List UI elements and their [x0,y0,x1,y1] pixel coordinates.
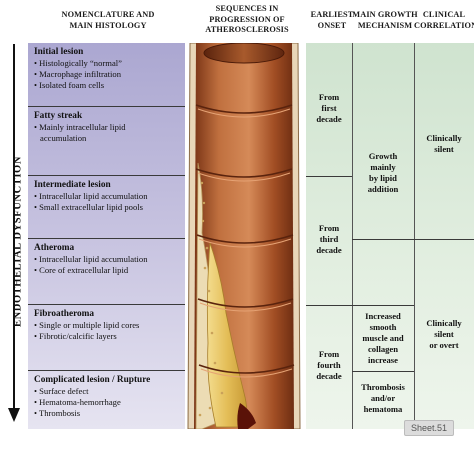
ring-highlights [197,108,293,378]
clinical-text: silent [434,329,454,339]
growth-text: Thrombosis [361,382,405,392]
onset-fourth-decade: From fourth decade [306,349,352,382]
progression-panel [306,43,474,429]
stage-title: Complicated lesion / Rupture [34,375,151,385]
growth-text: by lipid [369,173,397,183]
header-growth: MAIN GROWTH MECHANISM [352,10,418,31]
clinical-text: silent [434,144,454,154]
stage-line: • Isolated foam cells [34,80,105,91]
stage-line: • Core of extracellular lipid [34,265,129,276]
growth-text: increase [368,355,398,365]
stage-complicated-lesion: Complicated lesion / Rupture • Surface d… [28,371,185,429]
down-arrow-head-icon [8,408,20,422]
row-divider [306,305,352,306]
artery-lumen-top [203,43,285,64]
header-sequences-line3: ATHEROSCLEROSIS [205,25,289,34]
stage-line: • Mainly intracellular lipid [34,122,126,132]
onset-text: third [319,234,339,244]
stage-initial-lesion: Initial lesion • Histologically “normal”… [28,43,185,107]
growth-thrombosis: Thrombosis and/or hematoma [352,382,414,415]
onset-text: From [318,349,340,359]
row-divider [352,239,414,240]
stage-line: • Thrombosis [34,408,81,419]
growth-smooth-muscle: Increased smooth muscle and collagen inc… [352,311,414,366]
header-nomenclature-line2: MAIN HISTOLOGY [69,20,147,30]
growth-text: hematoma [363,404,403,414]
stage-line: • Fibrotic/calcific layers [34,331,117,342]
stage-fatty-streak: Fatty streak • Mainly intracellular lipi… [28,107,185,176]
onset-text: first [321,103,337,113]
clinical-silent: Clinically silent [414,133,474,155]
onset-text: decade [316,114,342,124]
header-sequences: SEQUENCES IN PROGRESSION OF ATHEROSCLERO… [186,4,308,36]
growth-text: muscle and [362,333,404,343]
growth-text: and/or [370,393,396,403]
artery-rings [195,104,295,374]
column-divider [352,43,353,429]
growth-lipid-addition: Growth mainly by lipid addition [352,151,414,195]
sheet-badge[interactable]: Sheet.51 [404,420,454,436]
stage-title: Initial lesion [34,47,84,57]
stage-line: • Small extracellular lipid pools [34,202,143,213]
column-divider [414,43,415,429]
stage-line: accumulation [40,133,87,144]
clinical-text: Clinically [426,318,462,328]
onset-text: decade [316,245,342,255]
row-divider [352,305,414,306]
stage-line: • Surface defect [34,386,89,396]
header-growth-line1: MAIN GROWTH [352,10,418,19]
down-arrow-icon [13,44,15,410]
stage-line: • Hematoma-hemorrhage [34,397,121,408]
stage-line: • Macrophage infiltration [34,69,122,80]
nomenclature-panel [28,43,185,429]
header-onset: EARLIEST ONSET [306,10,358,31]
clinical-text: Clinically [426,133,462,143]
clinical-text: or overt [429,340,459,350]
onset-text: decade [316,371,342,381]
stage-title: Fatty streak [34,111,83,121]
stage-atheroma: Atheroma • Intracellular lipid accumulat… [28,239,185,305]
growth-text: collagen [367,344,399,354]
growth-text: Growth [368,151,398,161]
stage-title: Fibroatheroma [34,309,95,319]
row-divider [306,176,352,177]
header-clinical: CLINICAL CORRELATION [414,10,474,31]
row-divider [414,239,474,240]
thrombus [237,403,256,429]
foam-cells [198,181,224,417]
onset-text: From [318,92,340,102]
header-growth-line2: MECHANISM [357,20,413,30]
header-sequences-line1: SEQUENCES IN [215,4,279,13]
onset-third-decade: From third decade [306,223,352,256]
header-onset-line2: ONSET [317,20,347,30]
growth-text: Increased [365,311,401,321]
stage-title: Intermediate lesion [34,180,111,190]
header-clinical-line1: CLINICAL [422,10,466,19]
growth-text: smooth [369,322,397,332]
header-nomenclature-line1: NOMENCLATURE AND [61,10,155,19]
header-onset-line1: EARLIEST [310,10,354,19]
stage-title: Atheroma [34,243,75,253]
header-nomenclature: NOMENCLATURE AND MAIN HISTOLOGY [40,10,176,31]
row-divider [352,371,414,372]
onset-first-decade: From first decade [306,92,352,125]
header-sequences-line2: PROGRESSION OF [209,14,285,24]
growth-text: mainly [370,162,396,172]
header-clinical-line2: CORRELATION [414,20,474,30]
stage-line: • Intracellular lipid accumulation [34,191,148,201]
growth-text: addition [367,184,399,194]
artery-illustration [187,43,301,429]
stage-line: • Single or multiple lipid cores [34,320,140,330]
onset-text: From [318,223,340,233]
clinical-silent-or-overt: Clinically silent or overt [414,318,474,351]
stage-fibroatheroma: Fibroatheroma • Single or multiple lipid… [28,305,185,371]
stage-line: • Intracellular lipid accumulation [34,254,148,264]
stage-line: • Histologically “normal” [34,58,122,68]
onset-text: fourth [317,360,341,370]
stage-intermediate-lesion: Intermediate lesion • Intracellular lipi… [28,176,185,239]
